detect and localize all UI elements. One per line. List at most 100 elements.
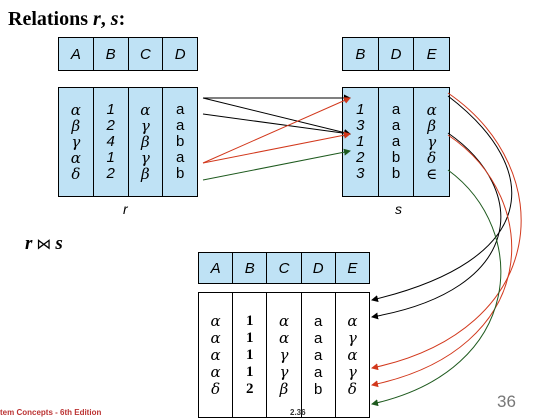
table-cell: α: [347, 345, 358, 364]
table-cell: δ: [211, 379, 221, 398]
table-cell: γ: [279, 362, 289, 381]
table-cell: a: [391, 101, 401, 118]
result-header-D: D: [300, 253, 335, 283]
table-cell: δ: [347, 379, 357, 398]
table-cell: a: [175, 117, 185, 134]
result-header-C: C: [266, 253, 300, 283]
title-var-r: r: [93, 8, 101, 30]
title-var-s: s: [110, 8, 119, 30]
table-cell: γ: [71, 133, 81, 151]
result-body: α α α α δ 1 1 1 1 2 α α γ γ β a a a a b …: [198, 292, 370, 418]
table-cell: β: [141, 165, 150, 183]
connector-line: [371, 92, 522, 371]
s-header-D: D: [377, 38, 414, 70]
table-cell: α: [70, 149, 81, 167]
table-cell: a: [314, 346, 323, 364]
r-header-D: D: [162, 38, 197, 70]
table-cell: a: [175, 149, 185, 166]
table-cell: a: [391, 117, 401, 134]
r-col-B: 1 2 4 1 2: [92, 88, 128, 196]
table-cell: 2: [246, 380, 254, 397]
result-col-D: a a a a b: [300, 293, 335, 417]
s-header-B: B: [355, 45, 366, 63]
table-cell: γ: [279, 345, 289, 364]
table-cell: b: [391, 149, 401, 166]
table-cell: 1: [246, 329, 254, 346]
s-col-B: 1 3 1 2 3: [343, 88, 378, 196]
table-cell: a: [314, 312, 323, 330]
table-cell: a: [314, 329, 323, 347]
r-col-C: α γ β γ β: [127, 88, 163, 196]
join-expression: r⋈s: [25, 233, 63, 255]
result-header-E: E: [334, 253, 369, 283]
table-cell: a: [391, 133, 401, 150]
relation-r-body: α β γ α δ 1 2 4 1 2 α γ β γ β a a b a b: [58, 87, 198, 197]
table-cell: 1: [246, 346, 254, 363]
relation-s-body: 1 3 1 2 3 a a a b b α β γ δ ∈: [342, 87, 450, 197]
r-header-C: C: [127, 38, 163, 70]
title-sep: ,: [100, 8, 111, 30]
connector-line: [371, 134, 513, 388]
join-left-operand: r: [25, 233, 33, 254]
relation-s-header: B D E: [342, 37, 450, 71]
table-cell: b: [391, 165, 401, 182]
footer-course-title: tem Concepts - 6th Edition: [0, 408, 102, 417]
s-col-D: a a a b b: [377, 88, 414, 196]
table-cell: γ: [347, 362, 357, 381]
table-cell: α: [347, 311, 358, 330]
table-cell: 1: [356, 101, 365, 118]
s-header-E: E: [413, 38, 449, 70]
table-cell: 3: [356, 117, 365, 134]
result-header: A B C D E: [198, 252, 370, 284]
table-cell: 2: [106, 117, 115, 134]
table-cell: ∈: [426, 165, 438, 183]
table-cell: γ: [347, 328, 357, 347]
r-header-B: B: [92, 38, 128, 70]
table-cell: 1: [356, 133, 365, 150]
table-cell: α: [210, 328, 221, 347]
table-cell: δ: [427, 149, 437, 167]
connector-line: [202, 148, 351, 181]
connector-line: [202, 113, 351, 137]
table-cell: 1: [246, 312, 254, 329]
connector-line: [371, 95, 513, 303]
table-cell: β: [141, 133, 150, 151]
r-col-D: a a b a b: [162, 88, 197, 196]
table-cell: 2: [106, 165, 115, 182]
connector-line: [371, 169, 502, 407]
join-right-operand: s: [55, 233, 63, 254]
table-cell: γ: [140, 149, 150, 167]
result-header-B: B: [232, 253, 266, 283]
table-cell: α: [210, 311, 221, 330]
result-header-A: A: [210, 259, 221, 277]
table-cell: γ: [140, 117, 150, 135]
result-col-C: α α γ γ β: [266, 293, 300, 417]
connector-line: [202, 97, 351, 164]
table-cell: α: [278, 328, 290, 347]
s-col-E: α β γ δ ∈: [413, 88, 449, 196]
footer-section-number: 2.36: [290, 408, 306, 417]
table-cell: 3: [356, 165, 365, 182]
table-cell: 1: [246, 363, 254, 380]
relation-r-label: r: [123, 201, 128, 217]
table-cell: 2: [356, 149, 365, 166]
table-cell: α: [210, 345, 221, 364]
result-col-A: α α α α δ: [199, 293, 232, 417]
table-cell: b: [175, 165, 185, 182]
natural-join-icon: ⋈: [36, 235, 52, 253]
table-cell: α: [210, 362, 221, 381]
page-title: Relations r, s:: [8, 8, 125, 31]
table-cell: α: [140, 101, 151, 119]
relation-s-label: s: [395, 201, 402, 217]
table-cell: α: [426, 101, 437, 119]
title-prefix: Relations: [8, 8, 93, 30]
title-suffix: :: [118, 8, 126, 30]
table-cell: γ: [427, 133, 437, 151]
connector-line: [371, 132, 502, 320]
table-cell: α: [278, 311, 290, 330]
connector-line: [202, 131, 351, 164]
relation-r-header: A B C D: [58, 37, 198, 71]
table-cell: δ: [71, 165, 81, 183]
table-cell: a: [314, 363, 323, 381]
